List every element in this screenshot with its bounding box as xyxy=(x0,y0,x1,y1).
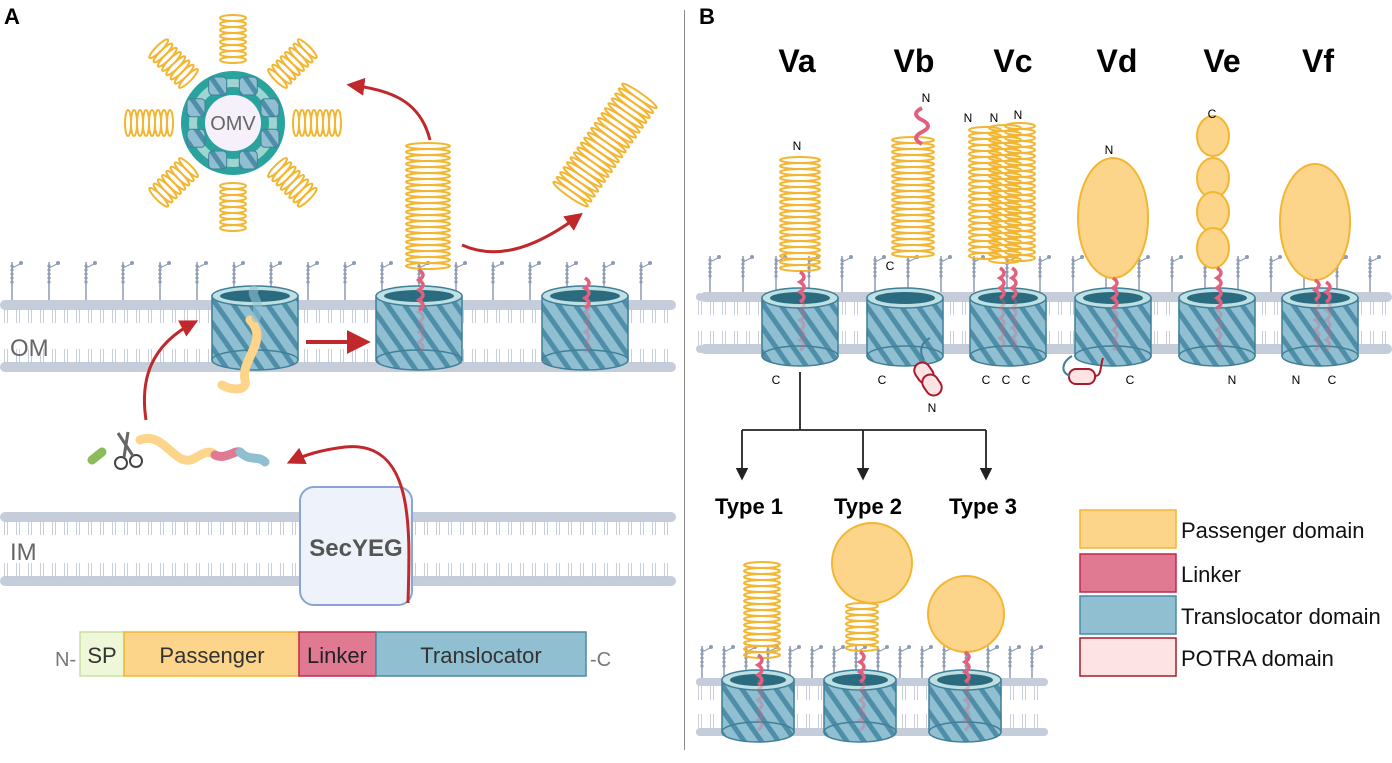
barrel-vb xyxy=(866,287,944,367)
sp-segment xyxy=(79,631,125,677)
legend: Passenger domain Linker Translocator dom… xyxy=(1079,509,1381,677)
vc-bottom-terminus-1: C xyxy=(982,373,991,387)
barrel-after-release xyxy=(541,276,629,371)
panel-b-label: B xyxy=(699,4,715,29)
subtype-tree xyxy=(735,372,993,481)
omv-vesicle xyxy=(124,14,342,232)
legend-swatch-potra xyxy=(1079,637,1177,677)
arrow-to-barrel xyxy=(142,320,199,421)
legend-label-passenger: Passenger domain xyxy=(1181,518,1364,543)
domain-bar: N- SP Passenger Linker Translocator -C xyxy=(55,631,611,677)
passenger-segment xyxy=(123,631,300,677)
vf-bottom-terminus-1: N xyxy=(1292,373,1301,387)
potra-domain-vb xyxy=(913,337,943,397)
vc-top-terminus-3: N xyxy=(1014,108,1023,122)
secyeg-box xyxy=(299,486,413,606)
subtype-2-label: Type 2 xyxy=(834,494,902,519)
legend-label-linker: Linker xyxy=(1181,562,1241,587)
legend-swatch-translocator xyxy=(1079,595,1177,635)
barrel-va xyxy=(761,287,839,367)
linker-segment xyxy=(298,631,377,677)
released-passenger xyxy=(552,82,658,208)
precursor-chain xyxy=(87,433,270,467)
vd-bottom-terminus: C xyxy=(1126,373,1135,387)
c-terminus-label: -C xyxy=(590,649,611,671)
vb-potra-terminus: N xyxy=(928,401,937,415)
vb-side-terminus: C xyxy=(886,259,895,273)
arrow-from-secyeg xyxy=(286,445,411,604)
type-vc-label: Vc xyxy=(993,43,1032,79)
om-label: OM xyxy=(10,335,49,362)
vb-bottom-terminus: C xyxy=(878,373,887,387)
panel-divider xyxy=(684,10,685,750)
legend-label-translocator: Translocator domain xyxy=(1181,604,1381,629)
vb-top-terminus: N xyxy=(922,91,931,105)
subtype-1-label: Type 1 xyxy=(715,494,783,519)
secyeg-label: SecYEG xyxy=(309,535,402,562)
scissors-icon xyxy=(114,431,143,470)
im-label: IM xyxy=(10,539,37,566)
sp-label: SP xyxy=(87,643,116,668)
subtype-3-label: Type 3 xyxy=(949,494,1017,519)
ve-bottom-terminus: N xyxy=(1228,373,1237,387)
barrel-vc xyxy=(969,287,1047,367)
arrow-to-omv xyxy=(346,77,432,141)
legend-swatch-linker xyxy=(1079,553,1177,593)
vd-top-terminus: N xyxy=(1105,143,1114,157)
type-ve-label: Ve xyxy=(1203,43,1240,79)
panel-a-label: A xyxy=(4,4,20,29)
legend-swatch-passenger xyxy=(1079,509,1177,549)
passenger-label: Passenger xyxy=(159,643,264,668)
type-va-label: Va xyxy=(778,43,816,79)
arrow-to-release xyxy=(461,212,583,254)
va-bottom-terminus: C xyxy=(772,373,781,387)
passenger-helix-surface xyxy=(405,142,451,354)
vc-bottom-terminus-2: C xyxy=(1002,373,1011,387)
type-vf-label: Vf xyxy=(1302,43,1334,79)
barrel-with-passenger xyxy=(375,285,463,371)
unfolded-passenger-chain xyxy=(217,315,262,394)
translocator-segment xyxy=(375,631,587,677)
vc-bottom-terminus-3: C xyxy=(1022,373,1031,387)
linker-label: Linker xyxy=(307,643,367,668)
legend-label-potra: POTRA domain xyxy=(1181,646,1334,671)
va-top-terminus: N xyxy=(793,139,802,153)
subtype-barrel-1 xyxy=(721,669,795,743)
potra-domain-vd xyxy=(1062,355,1104,385)
translocator-label: Translocator xyxy=(420,643,541,668)
vf-bottom-terminus-2: C xyxy=(1328,373,1337,387)
omv-label: OMV xyxy=(210,113,256,135)
barrel-vf xyxy=(1281,287,1359,367)
vc-top-terminus-1: N xyxy=(964,111,973,125)
type-vd-label: Vd xyxy=(1097,43,1138,79)
ve-top-terminus: C xyxy=(1208,107,1217,121)
type-vb-label: Vb xyxy=(894,43,935,79)
vc-top-terminus-2: N xyxy=(990,111,999,125)
n-terminus-label: N- xyxy=(55,649,76,671)
